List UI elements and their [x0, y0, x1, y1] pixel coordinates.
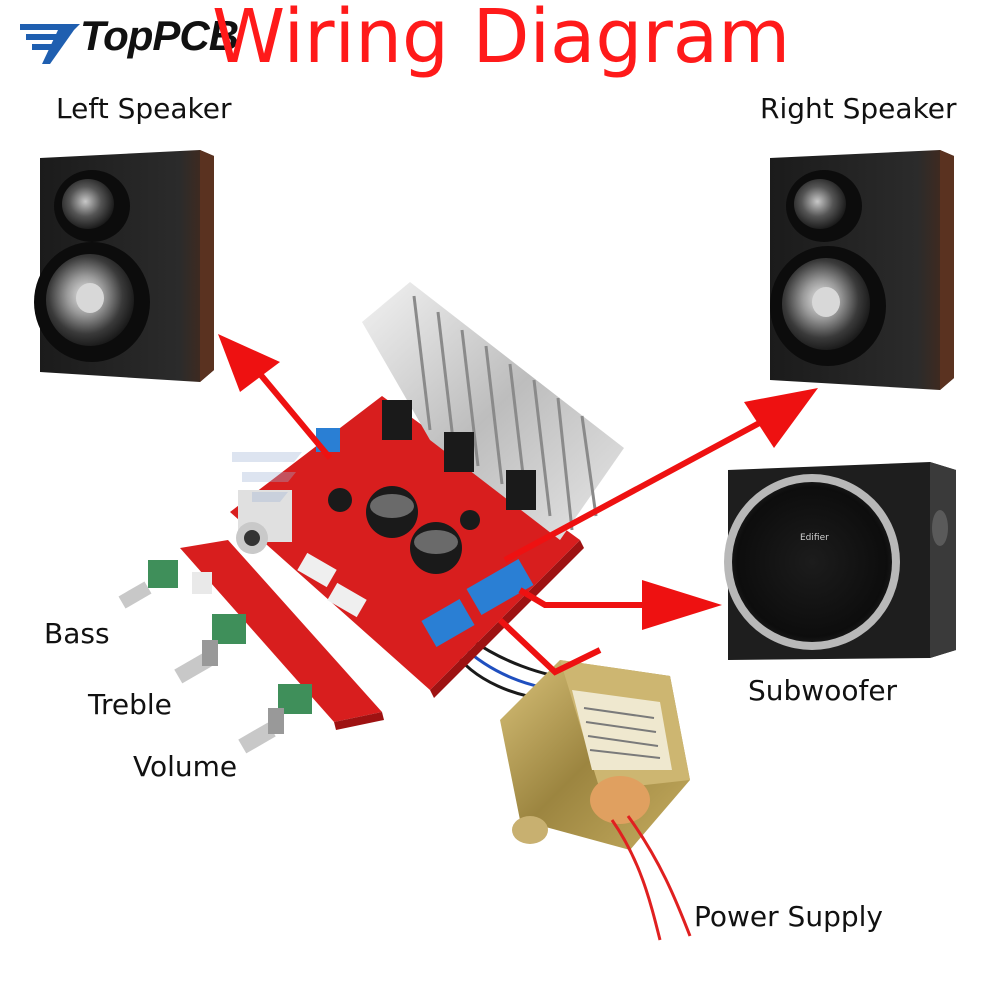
- toppcb-logo-icon: [20, 24, 80, 64]
- rca-input-jack: [236, 490, 292, 554]
- treble-potentiometer: [174, 614, 246, 684]
- power-supply-label: Power Supply: [694, 900, 883, 933]
- treble-label: Treble: [88, 688, 172, 721]
- page-title: Wiring Diagram: [212, 0, 791, 80]
- amplifier-board: [230, 282, 624, 698]
- transformer: [500, 660, 690, 850]
- arrow-to-left-speaker: [218, 334, 333, 460]
- arrow-to-right-speaker: [503, 388, 818, 563]
- right-speaker: [770, 150, 954, 390]
- bass-potentiometer: [118, 560, 178, 609]
- watermark-logo: [232, 452, 302, 502]
- heatsink: [362, 282, 624, 540]
- speaker-terminals: [316, 428, 534, 647]
- bass-label: Bass: [44, 617, 110, 650]
- brand-name: TopPCB: [80, 12, 239, 59]
- left-speaker: [34, 150, 214, 382]
- power-wires: [610, 815, 692, 941]
- left-speaker-label: Left Speaker: [56, 92, 232, 125]
- subwoofer: Edifier: [724, 462, 956, 660]
- arrow-from-power: [497, 617, 602, 676]
- capacitors: [328, 486, 480, 574]
- right-speaker-label: Right Speaker: [760, 92, 957, 125]
- volume-label: Volume: [133, 750, 238, 783]
- tone-control-board: [118, 540, 384, 754]
- volume-potentiometer: [238, 684, 312, 754]
- subwoofer-label: Subwoofer: [748, 674, 898, 707]
- arrow-to-subwoofer: [518, 580, 722, 630]
- subwoofer-brand: Edifier: [800, 533, 829, 543]
